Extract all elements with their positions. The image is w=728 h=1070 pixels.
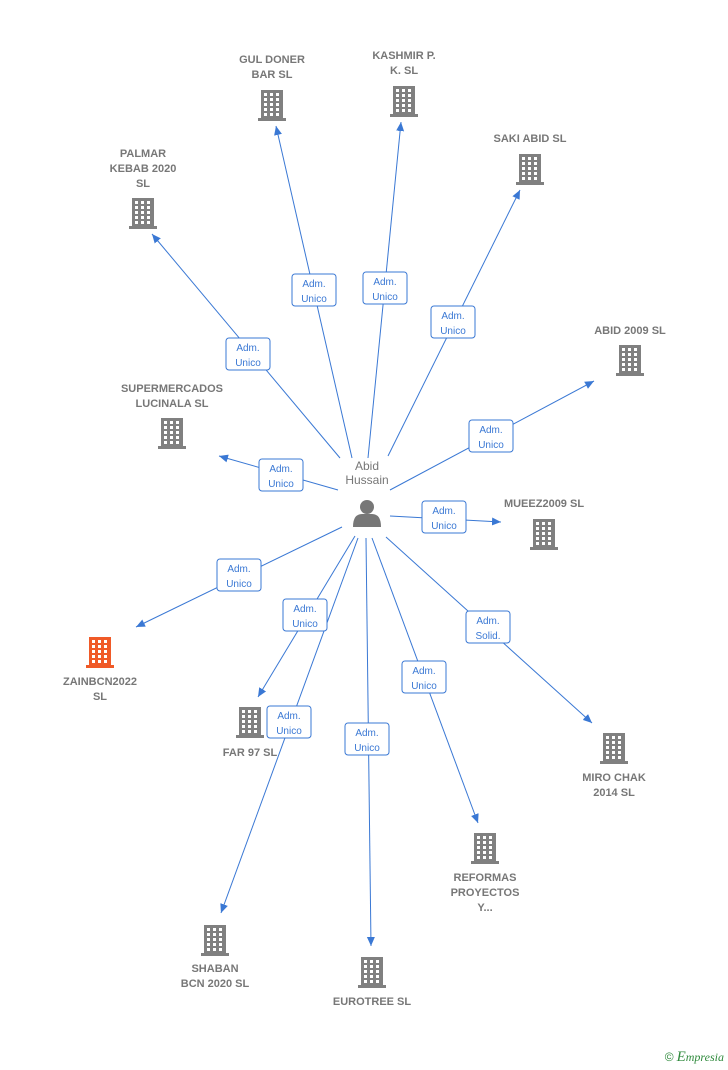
company-label-saki-abid[interactable]: SAKI ABID SL [494,133,567,145]
role-text: Adm.Unico [235,343,261,369]
role-text: Adm.Solid. [475,616,500,642]
building-icon[interactable] [616,345,644,376]
role-text: Adm.Unico [354,728,380,754]
building-icon[interactable] [86,637,114,668]
building-icon[interactable] [129,198,157,229]
role-text: Adm.Unico [372,277,398,303]
company-label-far-97[interactable]: FAR 97 SL [223,747,278,759]
building-icon[interactable] [516,154,544,185]
brand-logo: Empresia [676,1049,724,1065]
building-icon[interactable] [471,833,499,864]
role-text: Adm.Unico [301,279,327,305]
building-icon[interactable] [390,86,418,117]
company-label-eurotree[interactable]: EUROTREE SL [333,996,412,1008]
role-badge: Adm.Unico [362,271,408,305]
company-label-abid-2009[interactable]: ABID 2009 SL [594,325,666,337]
role-text: Adm.Unico [478,425,504,451]
role-badge: Adm.Unico [216,558,262,592]
building-icon[interactable] [530,519,558,550]
role-badge: Adm.Unico [468,419,514,453]
role-badge: Adm.Unico [401,660,447,694]
role-badge: Adm.Unico [344,722,390,756]
role-text: Adm.Unico [440,311,466,337]
role-text: Adm.Unico [276,711,302,737]
role-badge: Adm.Unico [430,305,476,339]
company-label-mueez2009[interactable]: MUEEZ2009 SL [504,498,584,510]
role-text: Adm.Unico [411,666,437,692]
role-badge: Adm.Unico [282,598,328,632]
building-icon[interactable] [600,733,628,764]
company-label-kashmir-pk[interactable]: KASHMIR P.K. SL [372,50,435,77]
role-badge: Adm.Unico [291,273,337,307]
building-icon[interactable] [158,418,186,449]
building-icon[interactable] [201,925,229,956]
role-badge: Adm.Solid. [465,610,511,644]
role-badge: Adm.Unico [421,500,467,534]
brand-footer: © Empresia [665,1049,724,1066]
building-icon[interactable] [358,957,386,988]
role-badge: Adm.Unico [225,337,271,371]
person-icon[interactable] [353,500,381,527]
role-text: Adm.Unico [431,506,457,532]
role-text: Adm.Unico [292,604,318,630]
role-text: Adm.Unico [268,464,294,490]
role-badge: Adm.Unico [266,705,312,739]
building-icon[interactable] [236,707,264,738]
building-icon[interactable] [258,90,286,121]
role-text: Adm.Unico [226,564,252,590]
role-badge: Adm.Unico [258,458,304,492]
copyright-icon: © [664,1050,674,1064]
